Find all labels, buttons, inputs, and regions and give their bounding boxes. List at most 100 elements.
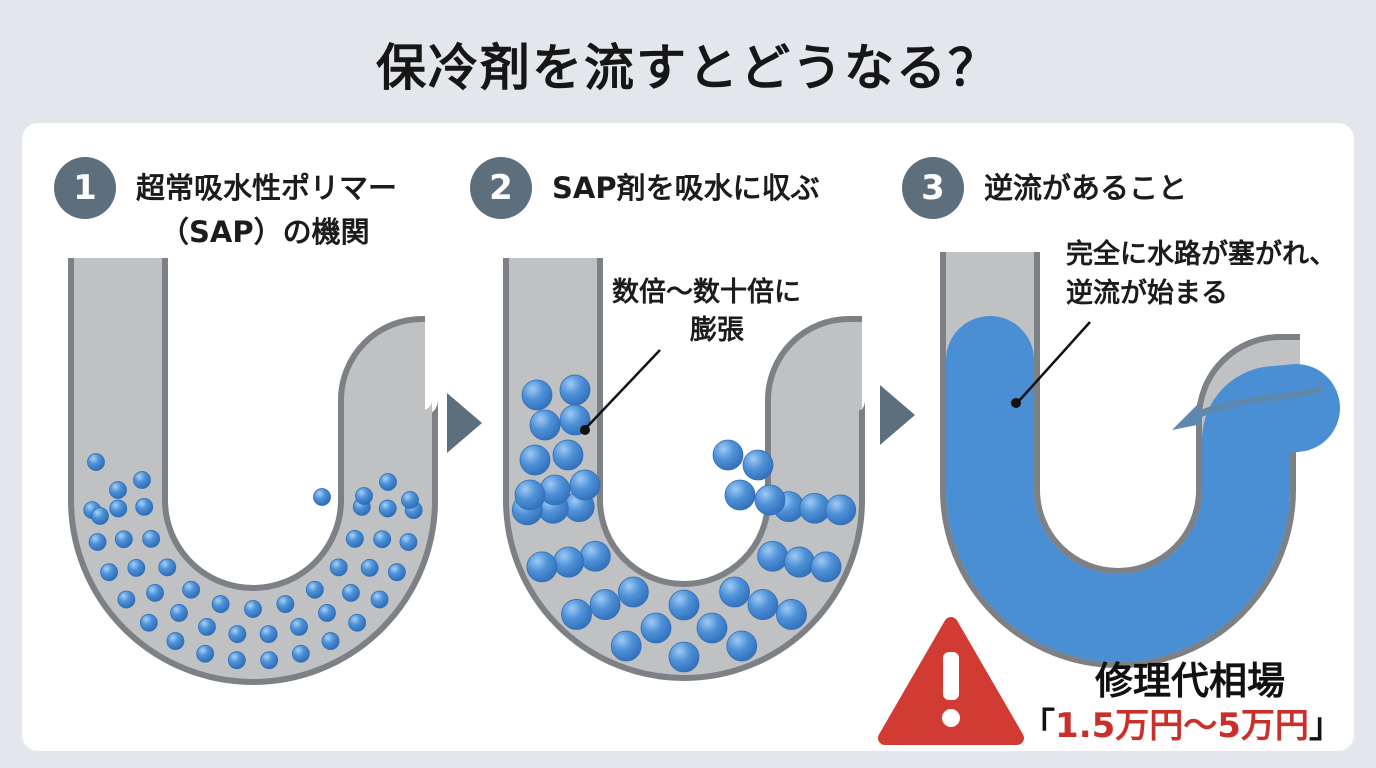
pointer-dot-2 (580, 425, 590, 435)
sap-bead (552, 439, 584, 471)
sap-bead (244, 600, 262, 618)
sap-bead (378, 499, 397, 518)
sap-bead (569, 469, 601, 501)
sap-bead (318, 604, 336, 622)
sap-bead (146, 583, 164, 602)
step-1-label-line2: （SAP）の機関 (160, 215, 370, 249)
sap-bead (290, 618, 308, 636)
sap-bead (561, 599, 592, 630)
backflow-arrow (1188, 384, 1324, 422)
sap-bead (514, 479, 546, 511)
step-2-badge: 2 (470, 157, 532, 219)
repair-cost-title: 修理代相場 (1094, 659, 1285, 703)
sap-bead (579, 540, 611, 572)
sap-bead (610, 630, 642, 662)
sap-bead (133, 471, 151, 489)
sap-beads-small (83, 453, 423, 670)
sap-bead (117, 590, 136, 609)
sap-bead (114, 530, 133, 549)
sap-bead (521, 379, 553, 411)
sap-bead (810, 551, 842, 583)
sap-bead (799, 492, 831, 524)
sap-bead (712, 439, 744, 471)
sap-bead (757, 540, 789, 572)
sap-bead (559, 374, 591, 406)
bracket-close: 」 (1308, 706, 1343, 746)
sap-bead (373, 530, 392, 549)
sap-bead (260, 651, 279, 670)
sap-bead (519, 444, 551, 476)
sap-bead (345, 529, 364, 548)
sap-bead (342, 583, 360, 602)
sap-bead (668, 589, 700, 621)
sap-bead (747, 589, 779, 620)
sap-bead (196, 644, 215, 663)
sap-bead (355, 487, 373, 505)
sap-bead (127, 558, 146, 577)
warning-icon (878, 617, 1024, 745)
sap-bead (305, 580, 324, 599)
sap-bead (719, 576, 750, 608)
pointer-dot-3 (1011, 398, 1021, 408)
sap-beads-swollen (511, 374, 857, 673)
backflow-arrow-head (1172, 404, 1202, 430)
sap-bead (170, 604, 188, 622)
sap-bead (529, 409, 561, 441)
repair-cost-range: 「1.5万円〜5万円」 (1012, 698, 1352, 747)
sap-bead (100, 563, 118, 582)
step-3-label: 逆流があること (984, 171, 1188, 205)
sap-bead (227, 651, 246, 670)
repair-cost-value: 1.5万円〜5万円 (1055, 706, 1309, 746)
pipe-2 (503, 258, 866, 681)
page-title: 保冷剤を流すとどうなる？ (376, 39, 1000, 97)
sap-bead (526, 551, 558, 583)
sap-bead (228, 625, 247, 643)
bracket-open: 「 (1021, 706, 1056, 746)
sap-bead (754, 484, 786, 516)
sap-bead (696, 612, 728, 644)
sap-bead (348, 613, 367, 632)
sap-bead (742, 449, 774, 481)
sap-bead (640, 612, 672, 644)
sap-bead (589, 589, 621, 620)
sap-bead (618, 576, 649, 608)
sap-bead (726, 630, 758, 662)
step-2-note-line1: 数倍〜数十倍に (612, 277, 801, 308)
sap-bead (553, 546, 585, 578)
sap-bead (109, 481, 127, 499)
sap-bead (276, 595, 295, 613)
sap-bead (329, 558, 348, 577)
arrow-right-icon (447, 393, 482, 453)
sap-bead (401, 491, 419, 509)
sap-bead (388, 563, 406, 582)
step-2-label: SAP剤を吸水に収ぶ (552, 171, 820, 205)
sap-bead (783, 546, 815, 578)
step-1-badge: 1 (54, 157, 116, 219)
step-1-label-line1: 超常吸水性ポリマー (136, 171, 398, 205)
pipe-1 (68, 258, 439, 685)
pointer-line-3 (1017, 321, 1091, 403)
pointer-line-2 (585, 349, 661, 429)
step-3-note-line2: 逆流が始まる (1066, 278, 1228, 309)
step-3-note-line1: 完全に水路が塞がれ、 (1066, 239, 1337, 270)
sap-bead (259, 625, 278, 643)
sap-bead (109, 499, 128, 518)
sap-bead (370, 590, 389, 609)
sap-bead (166, 632, 185, 650)
sap-bead (399, 533, 418, 551)
pipe-3 (940, 252, 1340, 668)
sap-bead (825, 494, 857, 526)
sap-bead (87, 453, 105, 471)
sap-bead (776, 599, 807, 630)
sap-bead (135, 497, 154, 516)
arrow-right-icon (880, 385, 915, 445)
sap-bead (379, 473, 397, 491)
sap-bead (158, 558, 177, 577)
sap-bead (211, 595, 230, 613)
sap-bead (668, 641, 700, 673)
sap-bead (139, 613, 158, 632)
sap-bead (291, 644, 310, 663)
sap-bead (321, 632, 340, 650)
sap-bead (360, 558, 379, 577)
